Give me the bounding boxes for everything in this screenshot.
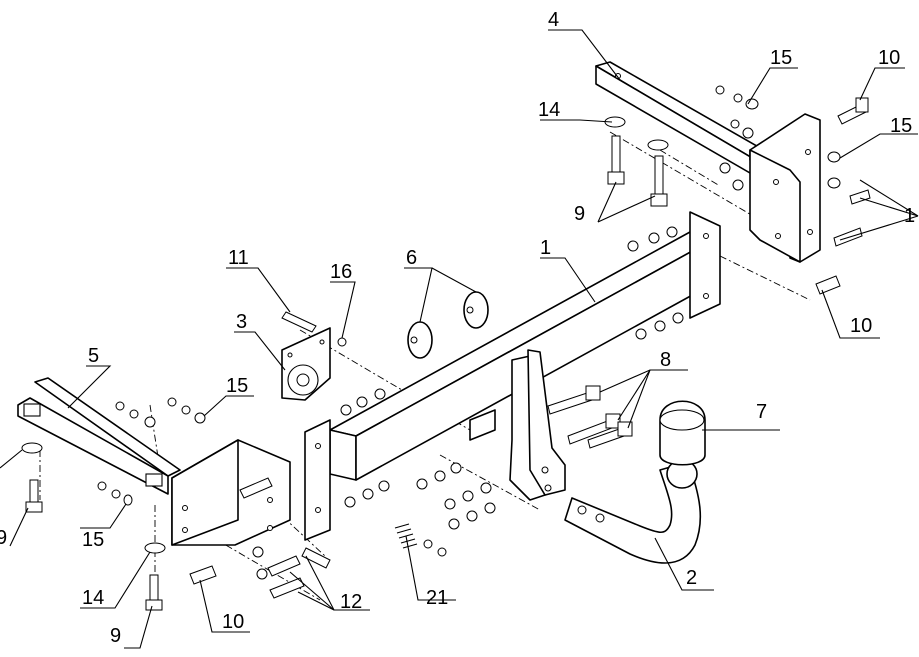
tow-ball-arm <box>564 459 702 564</box>
callout-10-bottom: 10 <box>222 611 244 633</box>
callout-6: 6 <box>406 247 417 269</box>
callout-11: 11 <box>228 247 249 269</box>
callout-9-right: 9 <box>574 203 585 225</box>
callout-1: 1 <box>540 237 551 259</box>
right-side-bracket <box>595 61 821 263</box>
callout-9-bottom: 9 <box>110 625 121 647</box>
callout-21: 21 <box>426 587 448 609</box>
callout-1-right-edge: 1 <box>904 205 915 227</box>
callout-14-top: 14 <box>538 99 560 121</box>
callout-15-left-top: 15 <box>226 375 248 397</box>
hardware-washers-nuts <box>21 85 841 580</box>
callout-3: 3 <box>236 311 247 333</box>
leader-lines <box>0 29 919 649</box>
callout-8: 8 <box>660 349 671 371</box>
callout-10-right: 10 <box>850 315 872 337</box>
callout-7: 7 <box>756 401 767 423</box>
callout-9-left-edge: 9 <box>0 527 7 549</box>
socket-plate <box>281 327 331 401</box>
callout-labels: 1 2 3 4 5 6 7 8 9 9 9 10 10 10 11 12 1 1… <box>0 9 915 647</box>
rubber-buffers <box>407 291 489 359</box>
callout-5: 5 <box>88 345 99 367</box>
ball-mount-plates <box>509 349 566 501</box>
callout-12: 12 <box>340 591 362 613</box>
callout-14-bottom: 14 <box>82 587 104 609</box>
callout-16: 16 <box>330 261 352 283</box>
callout-15-top: 15 <box>770 47 792 69</box>
hardware-bolts <box>25 97 871 611</box>
ball-cover <box>659 400 706 466</box>
callout-4: 4 <box>548 9 559 31</box>
callout-10-top: 10 <box>878 47 900 69</box>
callout-2: 2 <box>686 567 697 589</box>
left-side-bracket <box>17 377 291 546</box>
callout-15-right: 15 <box>890 115 912 137</box>
callout-15-left-bottom: 15 <box>82 529 104 551</box>
